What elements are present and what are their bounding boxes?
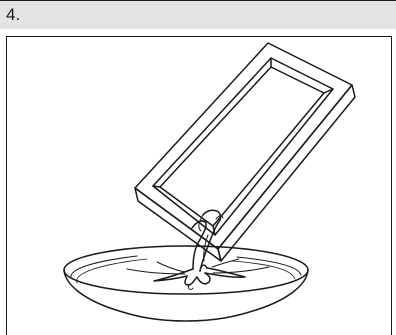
- liquid-surface: [127, 267, 269, 274]
- liquid-splash: [154, 259, 245, 289]
- illustration-frame: [6, 36, 392, 335]
- step-number: 4.: [6, 5, 20, 25]
- step-header: 4.: [0, 0, 396, 29]
- tray: [135, 43, 355, 261]
- pouring-illustration: [7, 37, 392, 335]
